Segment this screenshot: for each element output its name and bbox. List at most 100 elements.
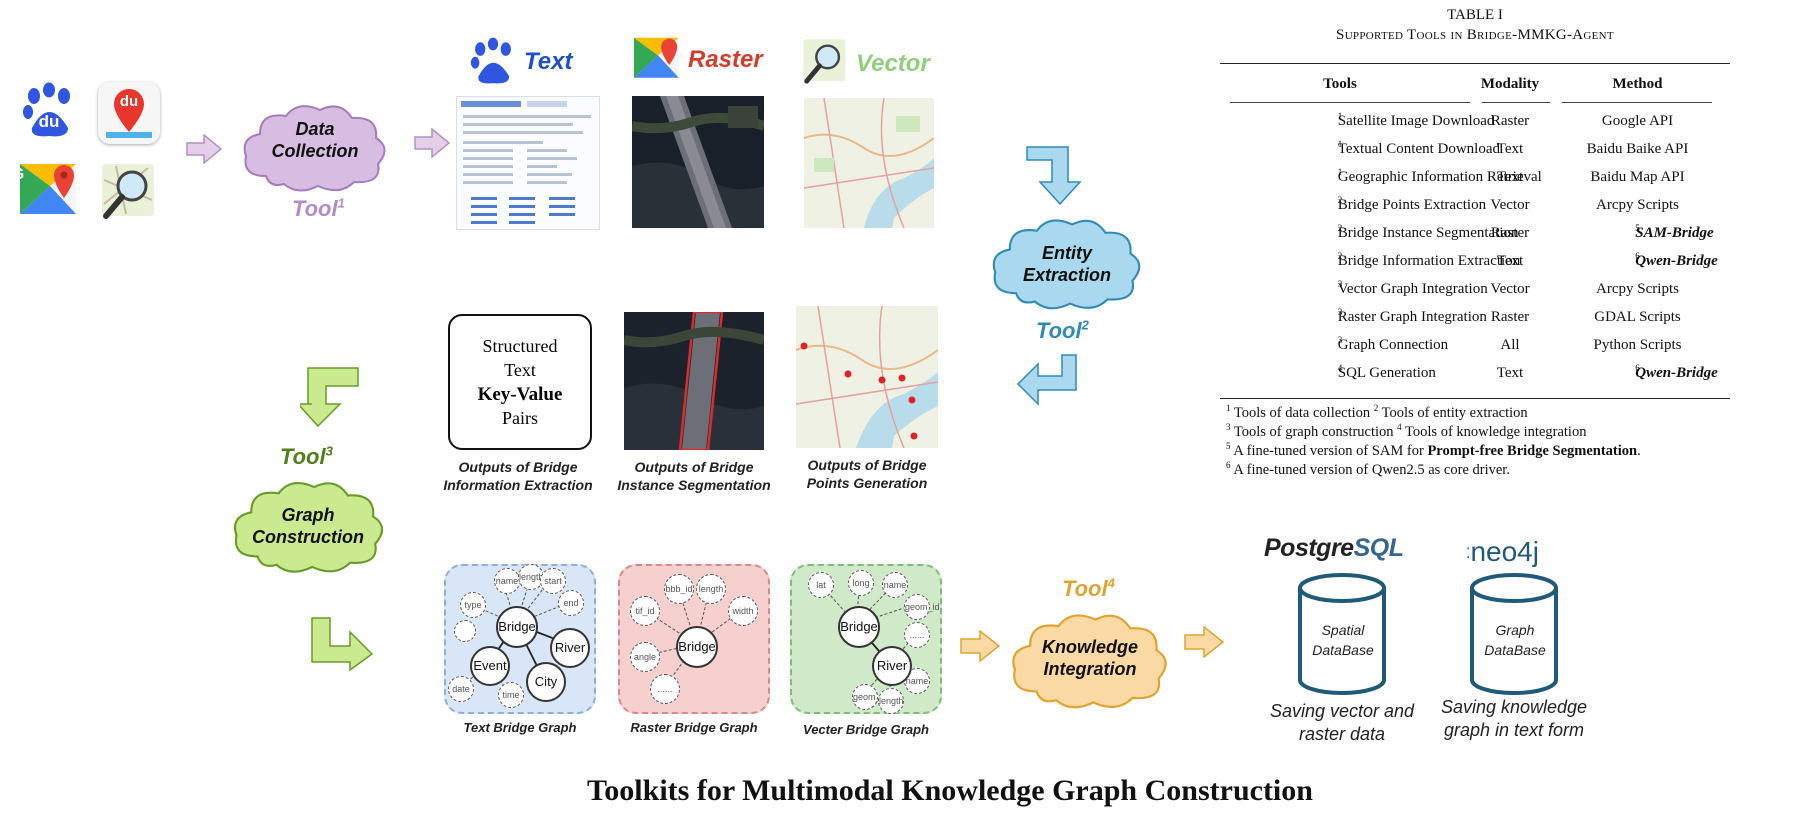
table-bottom-rule (1220, 398, 1730, 399)
google-maps-small-icon (634, 34, 682, 80)
data-collection-cloud (236, 98, 394, 198)
row-tool-sup: 1 (1337, 139, 1343, 149)
raster-source-label: Raster (688, 46, 763, 73)
header-rule-tools (1230, 102, 1470, 103)
row-method: Baidu Baike API (1586, 141, 1689, 157)
fn5-text-a: A fine-tuned version of SAM for (1233, 443, 1428, 459)
row-modality: Raster (1490, 225, 1530, 241)
fn5-text-b: Prompt-free Bridge Segmentation (1427, 443, 1638, 459)
tool3-sup: 3 (325, 443, 333, 459)
points-generation-caption: Outputs of Bridge Points Generation (806, 457, 928, 491)
row-tool-sup: 2 (1337, 195, 1343, 205)
vector-main-node: Bridge (838, 606, 880, 648)
tool2-label: Tool2 (1036, 318, 1089, 344)
row-tool: Textual Content Download (1337, 141, 1501, 157)
row-method: Qwen-Bridge (1635, 365, 1718, 381)
arrow-to-entity-extraction (1026, 146, 1082, 206)
row-method: Python Scripts (1593, 337, 1682, 353)
row-tool: Vector Graph Integration (1337, 281, 1488, 297)
vector-map-thumbnail (804, 98, 934, 228)
raster-graph-caption: Raster Bridge Graph (630, 720, 758, 735)
vector-graph-caption: Vecter Bridge Graph (803, 722, 929, 737)
row-tool: Bridge Points Extraction (1337, 197, 1487, 213)
header-modality: Modality (1480, 76, 1540, 92)
raster-attr-node: length (696, 574, 726, 604)
row-method: Google API (1601, 113, 1674, 129)
row-tool: Graph Connection (1337, 337, 1449, 353)
baidu-map-text: du (119, 93, 139, 110)
arrow-to-knowledge-integration (960, 629, 1001, 663)
osm-magnifier-icon (98, 160, 162, 222)
row-method: Baidu Map API (1590, 169, 1685, 185)
vector-attr-node: length (878, 688, 904, 714)
text-attr-node: name (494, 568, 520, 594)
vector-attr-node: geom_id (904, 594, 940, 620)
tool3-text: Tool (280, 444, 326, 469)
text-webpage-thumbnail (456, 96, 600, 230)
baidu-map-icon (98, 82, 160, 144)
data-collection-label: Data Collection (271, 119, 359, 161)
row-tool: Bridge Information Extraction (1337, 253, 1521, 269)
header-rule-method (1562, 102, 1712, 103)
segmentation-output-thumbnail (624, 312, 764, 450)
row-method: Qwen-Bridge (1635, 253, 1718, 269)
text-main-node: Bridge (496, 606, 538, 648)
arrow-to-data-collection (186, 133, 223, 165)
baidu-logo-text: du (38, 112, 60, 131)
row-modality: Raster (1490, 113, 1530, 129)
row-modality: Raster (1490, 309, 1530, 325)
header-method: Method (1612, 76, 1663, 92)
row-tool: Geographic Information Retrieval (1337, 169, 1542, 185)
text-main-node: River (550, 628, 590, 668)
google-logo-text: G (11, 166, 25, 183)
row-tool-sup: 2 (1337, 251, 1343, 261)
vector-attr-node: geom_id (852, 684, 888, 710)
tool2-text: Tool (1036, 318, 1082, 343)
row-method: Arcpy Scripts (1596, 197, 1679, 213)
supported-tools-table: TABLE I Supported Tools in Bridge-MMKG-A… (1220, 6, 1740, 486)
row-tool-sup: 3 (1337, 307, 1343, 317)
structured-line1: Structured (482, 336, 558, 356)
row-method-sup: 5 (1635, 223, 1640, 233)
vector-attr-node: name (882, 572, 908, 598)
row-tool-sup: 1 (1337, 167, 1343, 177)
raster-attr-node: bbb_id (664, 574, 694, 604)
tool2-sup: 2 (1081, 317, 1089, 333)
entity-extraction-label: Entity Extraction (1022, 243, 1112, 285)
vector-attr-node: lat (808, 572, 834, 598)
vector-main-node: River (872, 646, 912, 686)
fn3-text: Tools of graph construction (1233, 424, 1394, 440)
row-modality: Text (1496, 365, 1524, 381)
spatial-database-label: Spatial DataBase (1312, 622, 1374, 658)
vector-attr-node: ...... (904, 622, 930, 648)
tool1-text: Tool (292, 196, 338, 221)
text-attr-node: type (460, 592, 486, 618)
baidu-small-icon (470, 36, 516, 86)
tool4-text: Tool (1062, 576, 1108, 601)
text-source-label: Text (524, 48, 573, 75)
vector-attr-node: name (904, 668, 930, 694)
text-attr-node: date (448, 676, 474, 702)
raster-satellite-thumbnail (632, 96, 764, 228)
arrow-to-graphs (310, 616, 374, 672)
postgresql-logo: PostgreSQL (1264, 534, 1404, 563)
raster-attr-node: tif_id (630, 596, 660, 626)
header-rule-modality (1482, 102, 1550, 103)
instance-segmentation-caption: Outputs of Bridge Instance Segmentation (617, 459, 771, 493)
neo4j-dots-icon: ⁚ (1466, 545, 1471, 562)
vector-attr-node: long (848, 570, 874, 596)
table-header-row: Tools Modality Method (1220, 71, 1730, 98)
table-caption: TABLE I (1447, 7, 1503, 23)
postgres-logo-part-a: Postgre (1264, 534, 1354, 562)
fn4-text: Tools of knowledge integration (1405, 424, 1587, 440)
fn2-sup: 2 (1373, 403, 1379, 414)
neo4j-caption: Saving knowledge graph in text form (1440, 697, 1588, 740)
text-main-node: Event (470, 646, 510, 686)
